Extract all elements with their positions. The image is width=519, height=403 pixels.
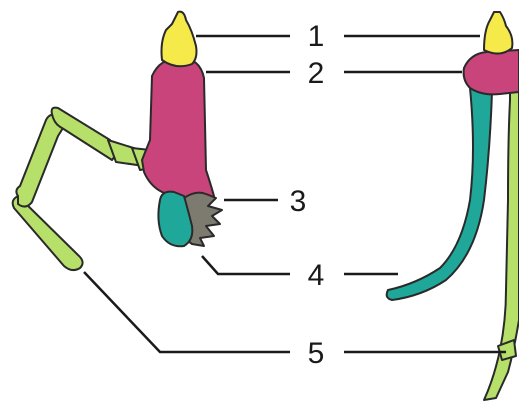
label-3: 3 [290,185,307,218]
left-palp-segment-upper [52,108,118,160]
label-4: 4 [308,259,325,292]
right-stipes-part-2 [464,50,519,94]
left-cardo-part-1 [162,12,197,67]
label-2: 2 [308,57,325,90]
leader-5-left [84,272,290,352]
number-labels: 1 2 3 4 5 [290,20,325,370]
right-cardo-part-1 [484,12,512,54]
right-galea-part-4 [387,84,492,300]
leader-4-left [202,256,290,274]
left-palp-segment-long [16,115,66,207]
left-stipes-part-2 [142,58,214,200]
left-palp-part-5 [13,108,152,270]
label-1: 1 [308,20,325,53]
right-mouthpart-illustration [387,12,519,400]
left-mouthpart-illustration [13,12,222,270]
label-5: 5 [308,337,325,370]
